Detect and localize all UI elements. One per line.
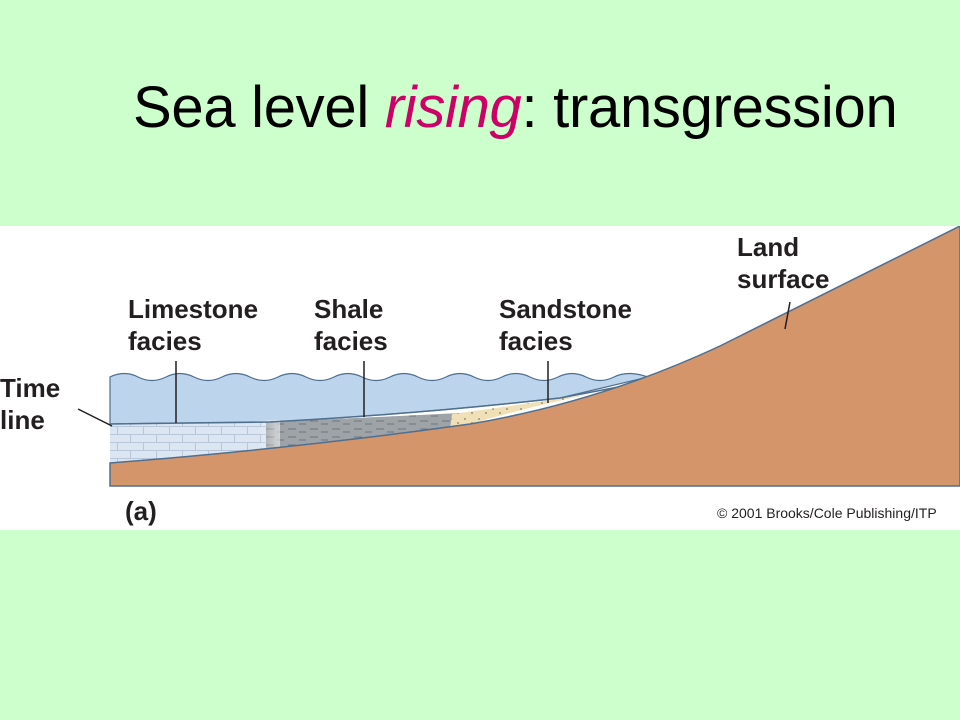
sandstone-label-line2: facies — [499, 326, 573, 356]
sandstone-label-line1: Sandstone — [499, 294, 632, 324]
title-text-end: : transgression — [521, 75, 898, 140]
land-surface-label: Land surface — [737, 231, 830, 295]
limestone-label-line2: facies — [128, 326, 202, 356]
shale-facies-label: Shale facies — [314, 293, 388, 357]
shale-label-line2: facies — [314, 326, 388, 356]
land-mass — [109, 226, 960, 487]
land-surface-label-line2: surface — [737, 264, 830, 294]
land-surface-label-line1: Land — [737, 232, 800, 262]
time-line-label-line2: line — [0, 405, 45, 435]
sea-water — [109, 372, 651, 425]
time-line-label: Time line — [0, 372, 60, 436]
cross-section-svg — [77, 226, 960, 487]
land-surface-leader — [784, 301, 791, 330]
panel-label: (a) — [125, 496, 157, 526]
time-line-label-line1: Time — [0, 373, 61, 403]
transgression-diagram: Time line Limestone facies Shale facies … — [0, 226, 960, 530]
time-line — [109, 381, 646, 425]
title-emphasis: rising — [384, 75, 522, 140]
shale-label-line1: Shale — [314, 294, 384, 324]
title-text-start: Sea level — [133, 75, 385, 140]
slide-title: Sea level rising: transgression — [133, 74, 898, 141]
limestone-facies-label: Limestone facies — [128, 293, 258, 357]
shale-layer — [266, 413, 460, 452]
copyright-credit: © 2001 Brooks/Cole Publishing/ITP — [717, 505, 937, 521]
limestone-label-line1: Limestone — [128, 294, 259, 324]
time-line-leader — [77, 408, 113, 427]
sandstone-facies-label: Sandstone facies — [499, 293, 632, 357]
